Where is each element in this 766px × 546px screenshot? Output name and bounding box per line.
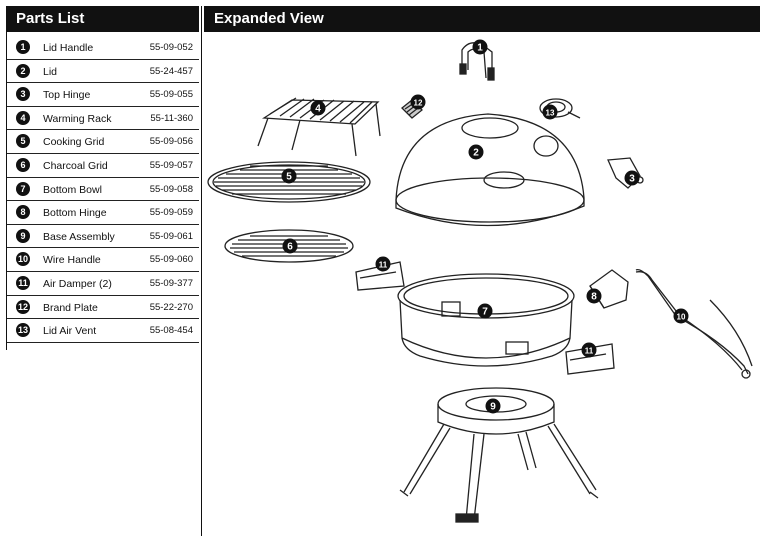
callout-number: 6 (287, 242, 293, 253)
part-code: 55-09-061 (149, 230, 193, 242)
part-code: 55-09-055 (149, 89, 193, 101)
part-number-badge: 13 (16, 323, 30, 338)
part-number-badge: 2 (16, 63, 30, 78)
part-number-badge: 1 (16, 40, 30, 54)
parts-list: 1 Lid Handle 55-09-052 2 Lid 55-24-457 3 Top Hi… (7, 36, 199, 343)
callout-number: 12 (414, 99, 423, 108)
callout-number: 3 (629, 174, 635, 185)
part-name: Brand Plate (43, 301, 98, 314)
part-row: 3 Top Hinge 55-09-055 (7, 83, 199, 107)
part-row: 7 Bottom Bowl 55-09-058 (7, 178, 199, 202)
part-code: 55-09-052 (149, 42, 193, 53)
part-code: 55-09-060 (149, 254, 193, 266)
part-row: 5 Cooking Grid 55-09-056 (7, 130, 199, 154)
part-name: Base Assembly (43, 230, 115, 243)
callout-circle (485, 398, 501, 414)
part-number-badge: 12 (16, 299, 30, 314)
part-code: 55-08-454 (149, 325, 193, 337)
part-number-badge: 11 (16, 275, 30, 290)
bottom-bowl-part (397, 273, 575, 367)
expanded-view-header: Expanded View (204, 6, 760, 32)
callout-number: 5 (286, 172, 292, 183)
part-number-badge: 3 (16, 87, 30, 102)
callout-number: 10 (677, 313, 686, 322)
callout-number: 2 (473, 148, 479, 159)
callout-number: 1 (477, 43, 483, 54)
part-row: 2 Lid 55-24-457 (7, 60, 199, 84)
callout-number: 8 (591, 292, 597, 303)
callout-circle (281, 168, 297, 184)
part-code: 55-24-457 (149, 65, 193, 77)
top-hinge-part (607, 157, 644, 189)
part-row: 1 Lid Handle 55-09-052 (7, 36, 199, 60)
lid-part (395, 113, 585, 227)
warming-rack-part (257, 97, 381, 157)
part-number-badge: 9 (16, 228, 30, 243)
part-number-badge: 4 (16, 110, 30, 125)
part-number-badge: 10 (16, 252, 30, 267)
part-code: 55-09-059 (149, 207, 193, 219)
callout-circle (477, 303, 493, 319)
base-assembly-part (399, 387, 599, 523)
callout-circle (542, 104, 558, 120)
part-row: 10 Wire Handle 55-09-060 (7, 248, 199, 272)
part-code: 55-09-056 (149, 136, 193, 148)
callout-circle (673, 308, 689, 324)
callout-circle (581, 342, 597, 358)
part-name: Bottom Bowl (43, 183, 102, 196)
part-row: 9 Base Assembly 55-09-061 (7, 225, 199, 249)
part-row: 8 Bottom Hinge 55-09-059 (7, 201, 199, 225)
part-row: 11 Air Damper (2) 55-09-377 (7, 272, 199, 296)
part-code: 55-22-270 (149, 301, 193, 313)
callout-number: 4 (315, 104, 321, 115)
part-code: 55-09-057 (149, 159, 193, 171)
part-row: 12 Brand Plate 55-22-270 (7, 296, 199, 320)
part-code: 55-09-377 (149, 277, 193, 289)
part-row: 13 Lid Air Vent 55-08-454 (7, 319, 199, 343)
part-name: Wire Handle (43, 254, 101, 267)
callout-number: 11 (379, 261, 388, 270)
part-number-badge: 8 (16, 205, 30, 220)
callout-circle (472, 39, 488, 55)
parts-list-header: Parts List (6, 6, 199, 32)
callout-circle (468, 144, 484, 160)
part-number-badge: 5 (16, 134, 30, 149)
part-name: Charcoal Grid (43, 159, 108, 172)
part-number-badge: 7 (16, 181, 30, 196)
part-name: Bottom Hinge (43, 207, 107, 220)
part-name: Warming Rack (43, 112, 112, 125)
wire-handle-part (635, 268, 753, 379)
callout-circle (310, 100, 326, 116)
callout-number: 7 (482, 307, 488, 318)
callout-circle (624, 170, 640, 186)
part-name: Lid Handle (43, 42, 94, 54)
part-number-badge: 6 (16, 157, 30, 172)
callout-circle (375, 256, 391, 272)
column-divider (201, 6, 202, 536)
callout-number: 11 (585, 347, 594, 356)
callout-number: 13 (546, 109, 555, 118)
part-name: Cooking Grid (43, 136, 105, 149)
part-code: 55-09-058 (149, 183, 193, 195)
callout-circle (586, 288, 602, 304)
callout-circle (282, 238, 298, 254)
part-name: Top Hinge (43, 89, 91, 102)
part-row: 4 Warming Rack 55-11-360 (7, 107, 199, 131)
part-code: 55-11-360 (150, 112, 193, 124)
callout-circle (410, 94, 426, 110)
callout-number: 9 (490, 402, 496, 413)
part-name: Air Damper (2) (43, 277, 112, 290)
left-border (6, 6, 7, 350)
part-name: Lid (43, 65, 58, 78)
part-name: Lid Air Vent (43, 325, 97, 338)
part-row: 6 Charcoal Grid 55-09-057 (7, 154, 199, 178)
